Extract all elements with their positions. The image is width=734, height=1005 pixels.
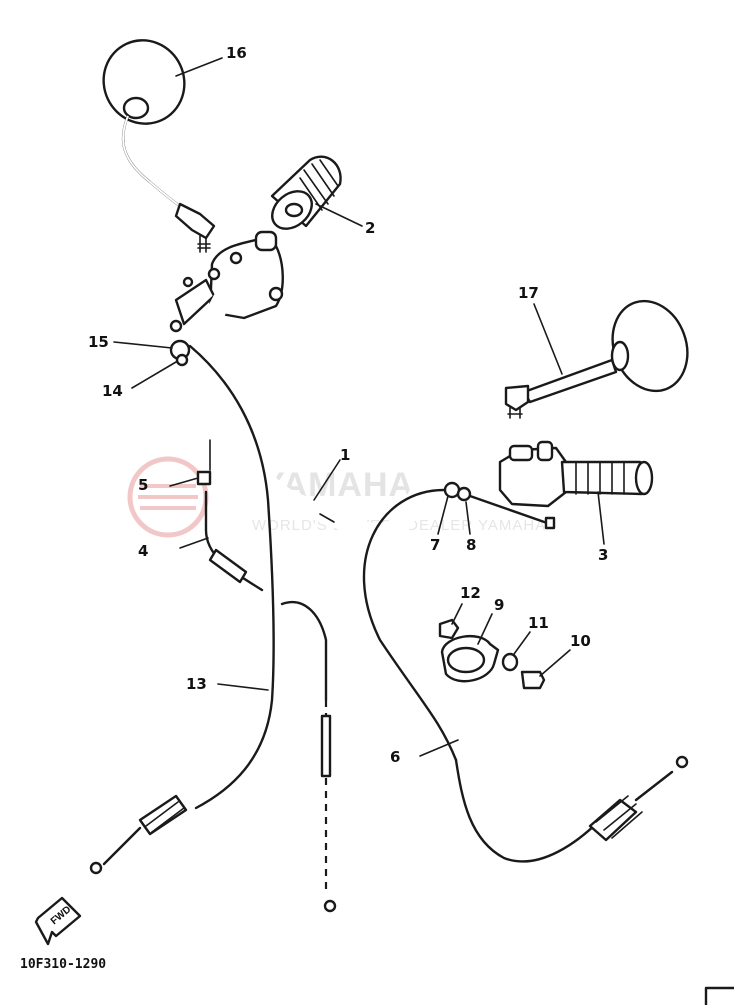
secondary-cable (280, 601, 337, 913)
callout-9: 9 (494, 596, 504, 614)
lever-wire-4-5 (196, 439, 264, 592)
forward-arrow-icon: FWD (34, 896, 82, 946)
callout-10: 10 (570, 632, 591, 650)
mirror-left (102, 39, 216, 253)
adjuster-7-8 (443, 481, 556, 530)
callout-3: 3 (598, 546, 608, 564)
callout-8: 8 (466, 536, 476, 554)
diagram-code: 10F310-1290 (20, 957, 106, 972)
callout-labels: 16 2 17 15 14 1 5 4 7 8 3 12 9 11 10 13 … (88, 44, 608, 766)
leader-lines (113, 57, 605, 757)
throttle-cable (362, 488, 689, 863)
grip-left (270, 155, 342, 230)
callout-5: 5 (138, 476, 148, 494)
callout-15: 15 (88, 333, 109, 351)
callout-17: 17 (518, 284, 539, 302)
right-throttle-grip (498, 440, 654, 508)
callout-2: 2 (365, 219, 375, 237)
callout-14: 14 (102, 382, 123, 400)
callout-12: 12 (460, 584, 481, 602)
callout-4: 4 (138, 542, 148, 560)
mirror-right (504, 299, 689, 419)
callout-1: 1 (340, 446, 350, 464)
callout-16: 16 (226, 44, 247, 62)
brake-cable (89, 344, 275, 875)
callout-13: 13 (186, 675, 207, 693)
watermark-logo-icon (127, 456, 209, 538)
callout-11: 11 (528, 614, 549, 632)
handlebar (196, 290, 520, 543)
clamp-parts (438, 618, 546, 690)
callout-7: 7 (430, 536, 440, 554)
corner-bracket (704, 986, 734, 1005)
callout-6: 6 (390, 748, 400, 766)
